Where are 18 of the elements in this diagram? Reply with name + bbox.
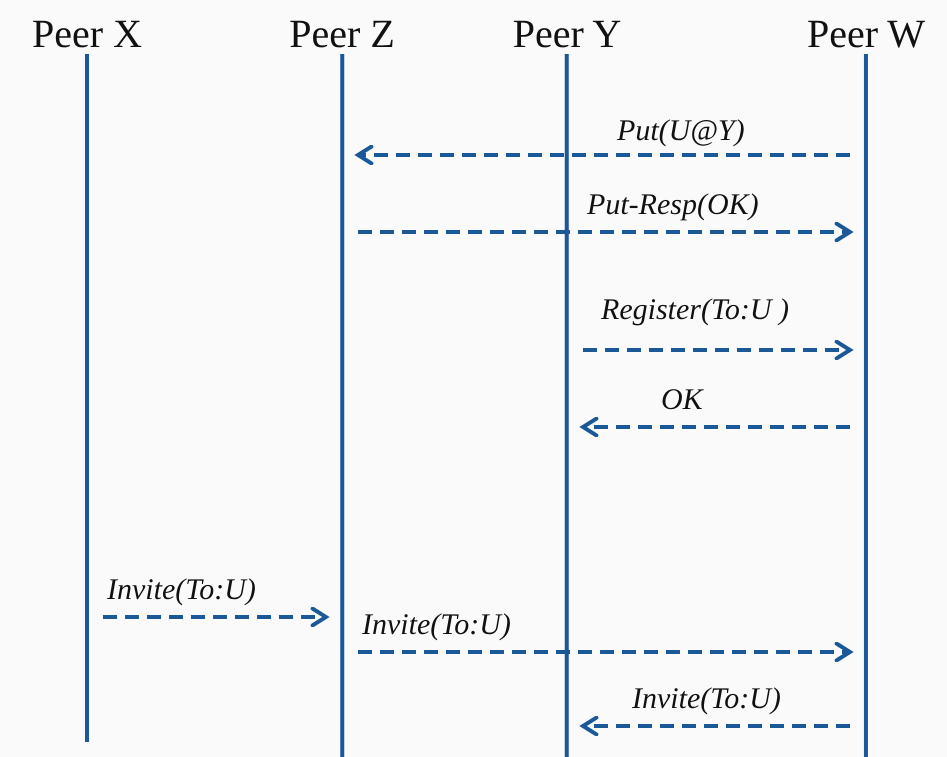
arrow: [581, 416, 850, 438]
edge-label: Invite(To:U): [632, 684, 781, 714]
arrow: [103, 606, 328, 628]
edge-label: Put(U@Y): [617, 116, 745, 146]
edge-label: Invite(To:U): [107, 575, 256, 605]
participant-name: Peer W: [806, 10, 926, 54]
arrow: [583, 340, 852, 360]
arrow: [358, 222, 852, 242]
edge-label: OK: [661, 385, 703, 415]
arrow: [358, 642, 852, 662]
arrow: [581, 716, 850, 736]
participant-name: Peer Y: [512, 10, 622, 54]
participant-name: Peer X: [32, 10, 142, 54]
participant-name: Peer Z: [289, 10, 395, 54]
arrow: [356, 144, 850, 166]
edge-label: Put-Resp(OK): [587, 190, 759, 220]
edge-label: Invite(To:U): [362, 610, 511, 640]
edge-label: Register(To:U ): [601, 295, 790, 325]
